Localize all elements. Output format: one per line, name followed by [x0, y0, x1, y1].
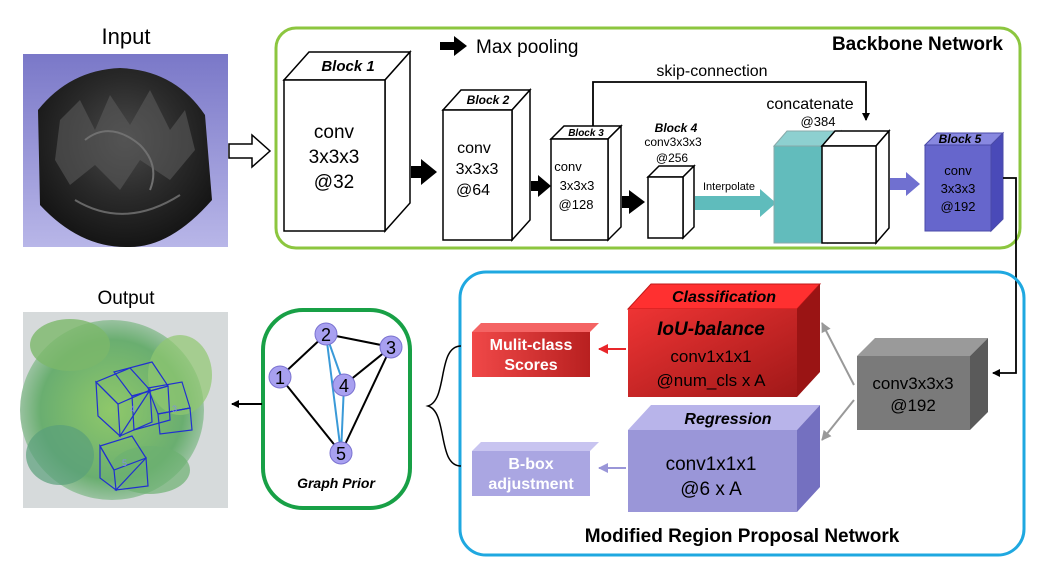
classification-channels: @num_cls x A [657, 371, 767, 390]
rpn-shared-conv-block [857, 338, 988, 430]
graph-node-2-label: 2 [321, 325, 331, 345]
pool-arrow-1 [411, 159, 437, 185]
outputs-brace [425, 345, 462, 467]
block-3-conv: conv [554, 159, 582, 174]
block-2-conv: conv [457, 140, 491, 157]
bbox-adjustment-line2: adjustment [488, 476, 574, 493]
block-4 [646, 164, 696, 240]
concatenate-label: concatenate [766, 96, 853, 113]
block-5-name: Block 5 [939, 132, 982, 146]
block-1-conv: conv [314, 122, 355, 143]
regression-channels: @6 x A [680, 479, 742, 500]
backbone-to-rpn-connector [992, 177, 1017, 377]
block-1-name: Block 1 [321, 58, 374, 75]
block-2-channels: @64 [456, 182, 490, 199]
graph-node-3-label: 3 [386, 338, 396, 358]
shared-to-cls-arrow [821, 322, 855, 386]
block-1 [282, 50, 412, 233]
block-1-kernel: 3x3x3 [309, 147, 360, 168]
graph-node-5 [329, 441, 353, 465]
block-2 [441, 88, 532, 242]
pool-arrow-2 [531, 175, 551, 197]
classification-head-block [626, 283, 822, 397]
graph-node-3 [379, 335, 403, 359]
input-volume-image [23, 54, 228, 248]
graph-node-4 [332, 373, 356, 397]
multi-class-scores-line1: Mulit-class [490, 337, 573, 354]
block-3 [549, 124, 623, 242]
block-5-kernel: 3x3x3 [941, 181, 976, 196]
regression-head-block [628, 405, 820, 512]
regression-header: Regression [684, 411, 771, 428]
output-box-label-5: 5 [122, 458, 127, 468]
interpolate-label: Interpolate [703, 181, 755, 193]
pool-arrow-3 [622, 190, 645, 214]
graph-node-1 [268, 365, 292, 389]
backbone-title: Backbone Network [832, 34, 1003, 55]
block-4-name: Block 4 [655, 121, 698, 135]
max-pooling-legend-arrow [440, 36, 467, 56]
input-label: Input [102, 24, 151, 49]
graph-node-1-label: 1 [275, 368, 285, 388]
iou-balance-label: IoU-balance [657, 319, 765, 340]
block-4-channels: @256 [656, 151, 689, 165]
graph-edges [279, 333, 392, 454]
regression-kernel: conv1x1x1 [666, 454, 757, 475]
block-4-conv: conv3x3x3 [644, 135, 702, 149]
graph-prior-label: Graph Prior [297, 475, 376, 491]
bbox-adjustment-box [472, 442, 599, 496]
block-3-kernel: 3x3x3 [560, 178, 595, 193]
concatenate-channels: @384 [801, 114, 836, 129]
input-to-backbone-arrow [228, 133, 272, 169]
max-pooling-legend-label: Max pooling [476, 37, 578, 58]
output-label: Output [97, 288, 155, 309]
graph-node-2 [314, 322, 338, 346]
block-5-channels: @192 [941, 199, 976, 214]
graph-prior-frame [261, 308, 412, 510]
to-block-5-arrow [890, 172, 920, 196]
interpolate-arrow [695, 189, 776, 217]
block-3-channels: @128 [559, 197, 594, 212]
output-box-label-3: 3 [172, 404, 177, 414]
block-3-name: Block 3 [568, 128, 604, 139]
multi-class-scores-line2: Scores [504, 357, 557, 374]
bbox-adjustment-line1: B-box [508, 456, 553, 473]
skip-connection-line [592, 81, 870, 126]
backbone-frame [274, 26, 1022, 250]
skip-connection-label: skip-connection [656, 63, 767, 80]
shared-to-reg-arrow [821, 399, 855, 441]
graph-node-4-label: 4 [339, 376, 349, 396]
block-5 [923, 131, 1005, 233]
rpn-shared-conv-channels: @192 [890, 396, 936, 415]
block-2-name: Block 2 [467, 93, 510, 107]
graph-node-5-label: 5 [336, 444, 346, 464]
skip-feature-block [820, 128, 891, 246]
output-box-label-4: 4 [130, 404, 135, 414]
rpn-frame [458, 270, 1026, 557]
rpn-title: Modified Region Proposal Network [585, 526, 900, 547]
output-volume-image [20, 312, 228, 508]
block-5-conv: conv [944, 163, 972, 178]
block-1-channels: @32 [314, 172, 354, 193]
classification-header: Classification [672, 289, 776, 306]
block-2-kernel: 3x3x3 [456, 161, 499, 178]
multi-class-scores-box [472, 323, 599, 377]
classification-kernel: conv1x1x1 [670, 347, 751, 366]
rpn-shared-conv-kernel: conv3x3x3 [872, 374, 953, 393]
